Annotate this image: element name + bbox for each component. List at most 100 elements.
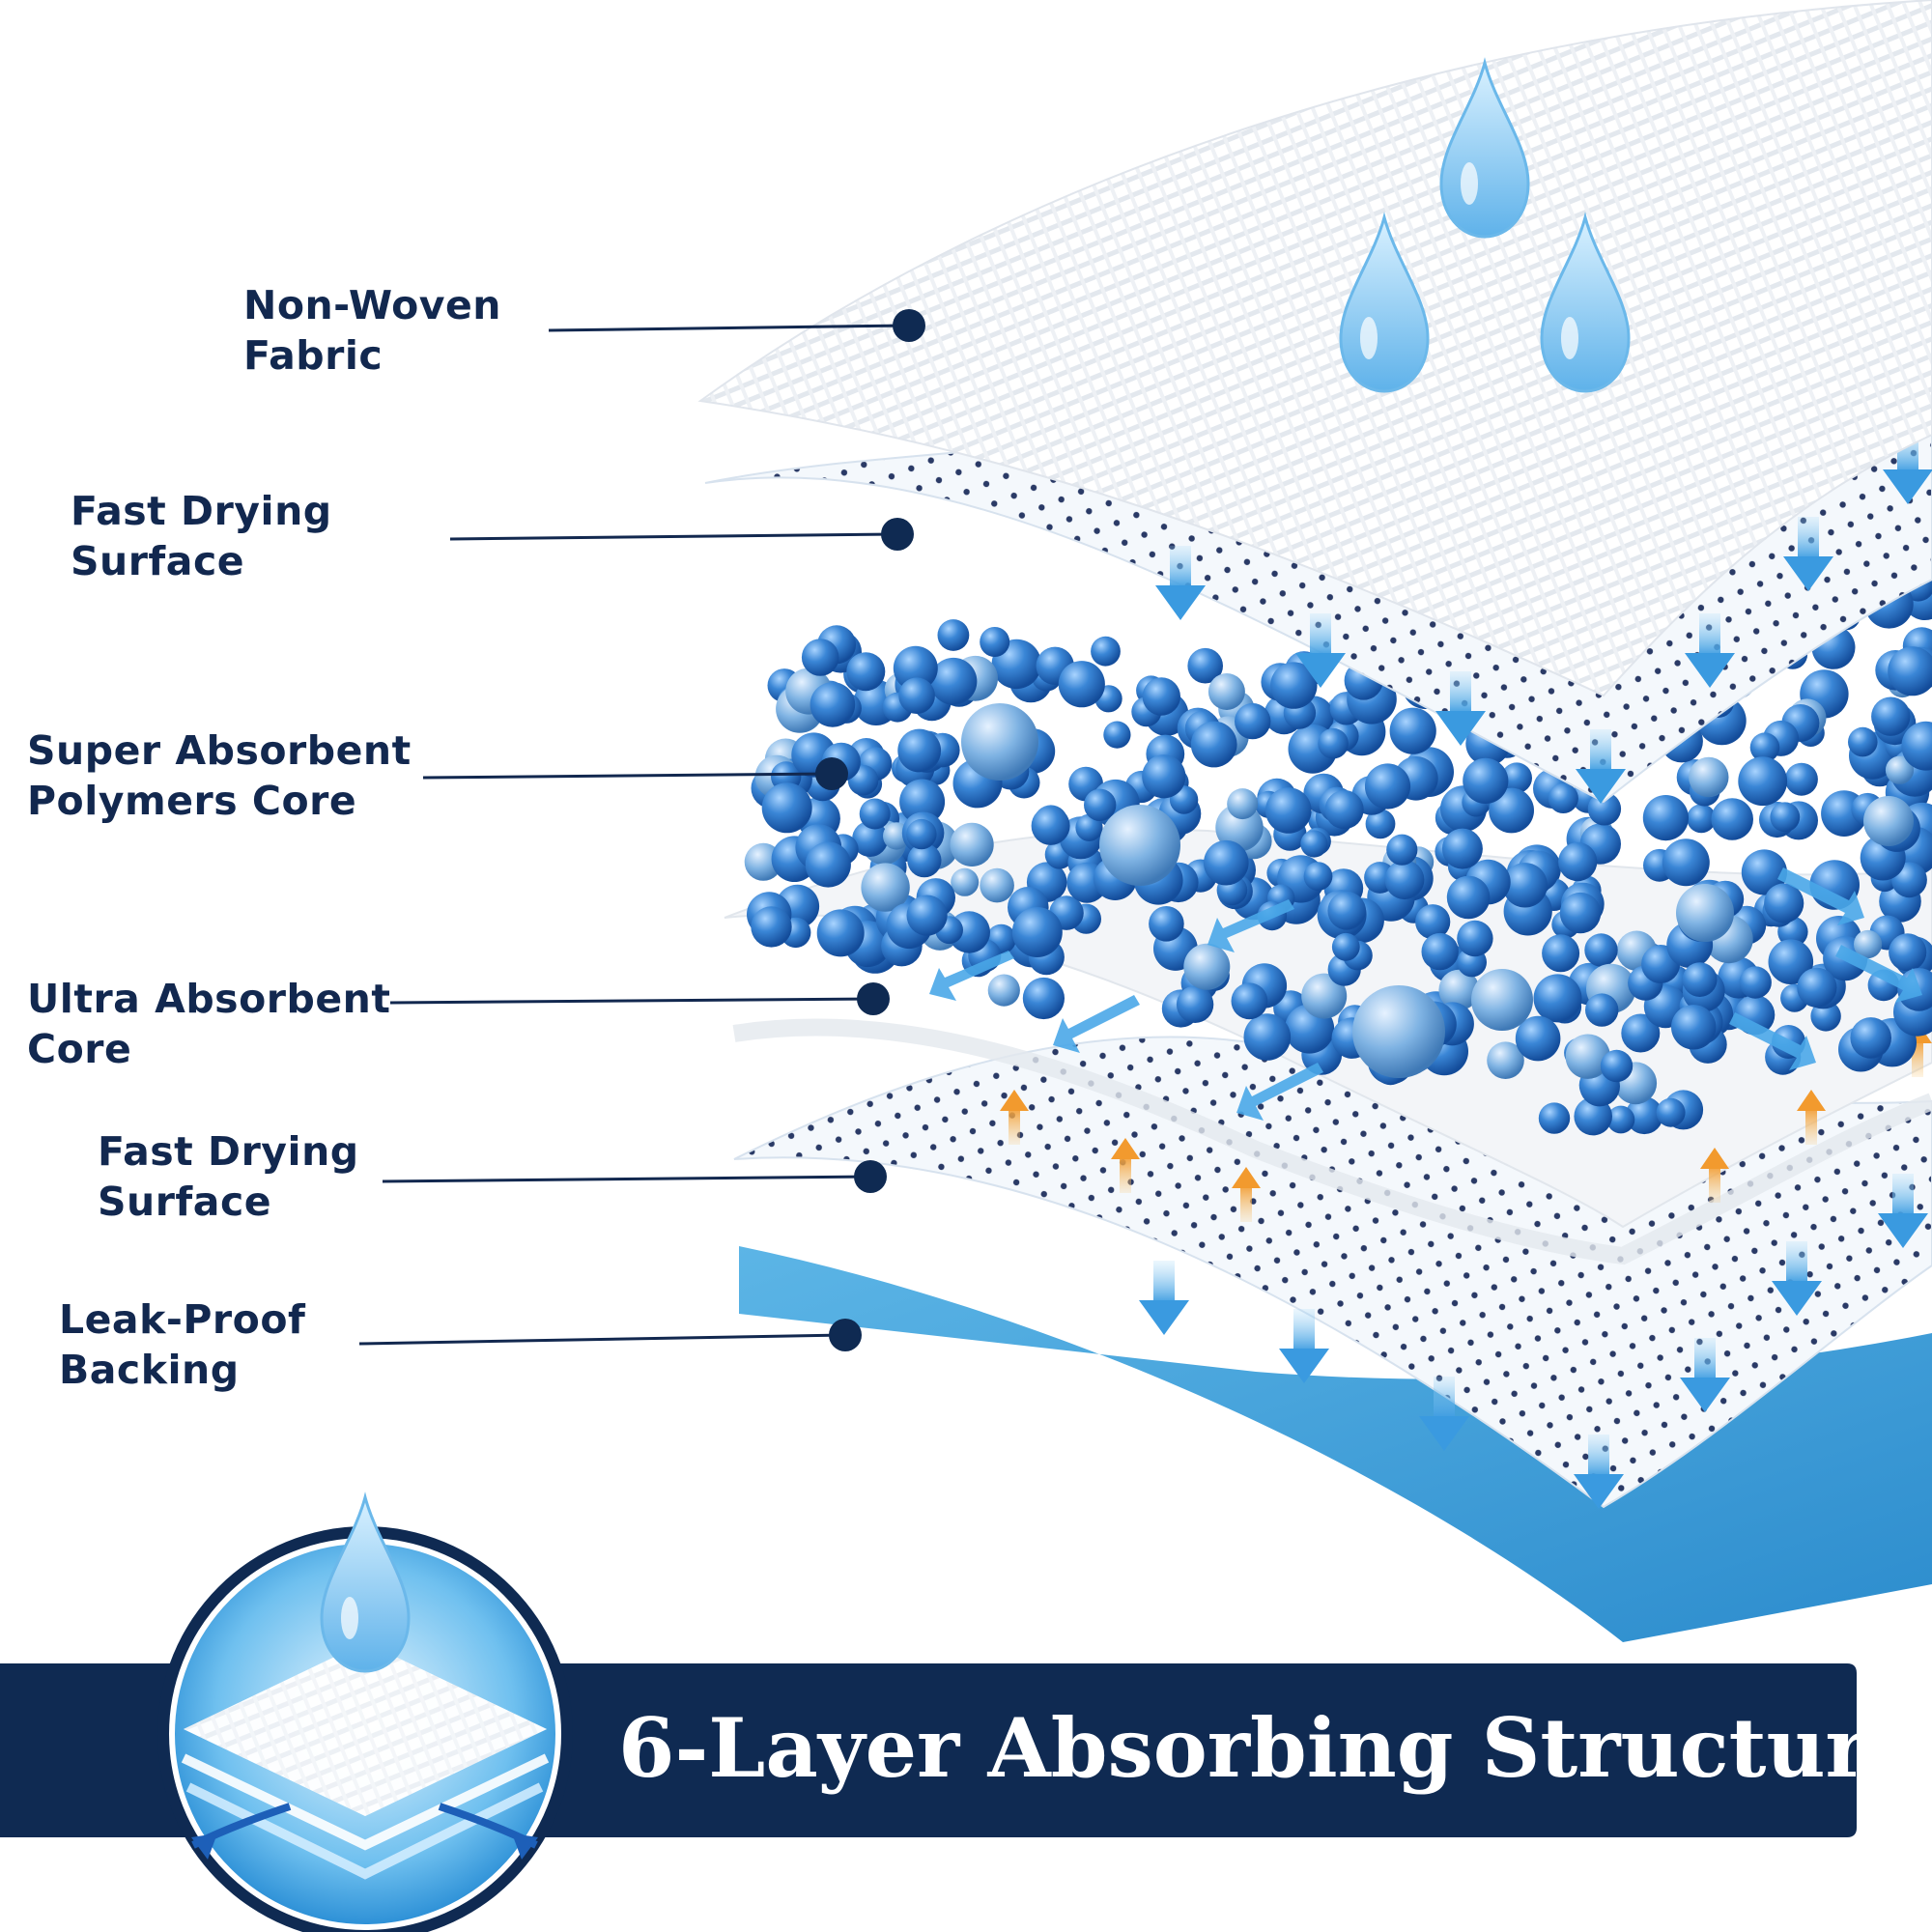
polymer-bead: [1103, 721, 1131, 749]
polymer-bead: [1810, 1001, 1841, 1032]
polymer-bead: [1587, 792, 1622, 826]
super-absorbent-polymer-beads: [744, 562, 1932, 1136]
polymer-bead: [961, 703, 1038, 781]
polymer-bead: [893, 645, 938, 691]
polymer-bead: [1889, 933, 1927, 972]
polymer-bead: [1058, 661, 1105, 708]
polymer-bead: [1327, 892, 1366, 930]
polymer-bead: [1091, 636, 1121, 667]
polymer-bead: [1863, 796, 1914, 846]
polymer-bead: [1871, 696, 1911, 736]
polymer-bead: [1331, 932, 1360, 961]
polymer-bead: [1584, 933, 1618, 967]
polymer-bead: [1848, 726, 1878, 757]
polymer-bead: [980, 867, 1014, 903]
polymer-bead: [929, 657, 978, 705]
polymer-bead: [1149, 906, 1184, 942]
polymer-bead: [859, 798, 891, 830]
polymer-bead: [1204, 839, 1249, 886]
polymer-bead: [907, 843, 942, 878]
polymer-bead: [1850, 1017, 1891, 1059]
leader-lines: [358, 324, 909, 1346]
polymer-bead: [1797, 967, 1837, 1008]
polymer-bead: [1099, 805, 1180, 886]
label-line: Non-Woven: [243, 282, 501, 328]
polymer-bead: [1303, 862, 1333, 891]
polymer-bead: [1642, 795, 1689, 841]
polymer-bead: [1386, 834, 1418, 866]
polymer-bead: [1621, 1013, 1661, 1053]
label-line: Fast Drying: [98, 1128, 359, 1175]
polymer-bead: [1365, 809, 1396, 839]
polymer-bead: [1548, 782, 1578, 814]
polymer-bead: [852, 820, 889, 858]
polymer-bead: [846, 652, 886, 692]
polymer-bead: [1031, 806, 1070, 845]
polymer-bead: [951, 867, 980, 896]
polymer-bead: [1301, 973, 1348, 1019]
label-line: Surface: [71, 538, 245, 584]
label-line: Ultra Absorbent: [27, 976, 391, 1022]
polymer-bead: [1352, 985, 1445, 1078]
polymer-bead: [1749, 732, 1780, 762]
polymer-bead: [1318, 727, 1349, 759]
polymer-bead: [1324, 790, 1364, 830]
polymer-bead: [1243, 1013, 1292, 1061]
label-fast-drying-surface-top: Fast Drying Surface: [71, 486, 332, 586]
polymer-bead: [1585, 993, 1619, 1027]
polymer-bead: [1471, 969, 1533, 1031]
label-line: Surface: [98, 1179, 272, 1225]
leader-dot: [815, 757, 848, 790]
label-non-woven-fabric: Non-Woven Fabric: [243, 280, 501, 381]
polymer-bead: [1687, 804, 1717, 834]
polymer-bead: [906, 895, 948, 936]
polymer-bead: [1741, 849, 1787, 895]
leak-proof-backing-layer: [739, 1246, 1932, 1642]
polymer-bead: [1676, 884, 1734, 942]
label-line: Leak-Proof: [59, 1296, 306, 1343]
polymer-bead: [1711, 798, 1753, 840]
polymer-bead: [861, 863, 910, 912]
layers-icon: [157, 1495, 573, 1932]
label-ultra-absorbent-core: Ultra Absorbent Core: [27, 974, 390, 1074]
label-line: Super Absorbent: [27, 727, 412, 774]
polymer-bead: [1689, 756, 1729, 798]
leader-dot: [854, 1160, 887, 1193]
label-line: Polymers Core: [27, 778, 357, 824]
polymer-bead: [1885, 755, 1915, 784]
polymer-bead: [1231, 982, 1268, 1020]
polymer-bead: [1538, 1102, 1571, 1134]
polymer-bead: [1227, 788, 1259, 820]
polymer-bead: [1768, 939, 1814, 984]
polymer-bead: [1854, 929, 1883, 959]
polymer-bead: [1270, 662, 1318, 709]
polymer-bead: [1489, 787, 1534, 834]
polymer-bead: [1011, 907, 1063, 957]
polymer-bead: [1682, 962, 1718, 997]
polymer-bead: [1187, 647, 1223, 684]
leader-dot: [829, 1319, 862, 1351]
polymer-bead: [816, 909, 865, 957]
label-line: Fabric: [243, 332, 384, 379]
label-line: Fast Drying: [71, 488, 332, 534]
label-line: Core: [27, 1026, 132, 1072]
leader-dot: [893, 309, 925, 342]
polymer-bead: [1671, 1005, 1717, 1050]
polymer-bead: [1364, 763, 1411, 810]
polymer-bead: [1625, 1096, 1663, 1135]
polymer-bead: [1542, 934, 1580, 973]
polymer-bead: [898, 677, 935, 714]
polymer-bead: [1606, 1105, 1635, 1134]
polymer-bead: [937, 619, 970, 651]
polymer-bead: [751, 906, 792, 948]
polymer-bead: [1487, 1041, 1524, 1079]
polymer-bead: [1208, 673, 1245, 710]
polymer-bead: [1600, 1049, 1634, 1083]
polymer-bead: [1183, 943, 1231, 990]
polymer-bead: [1421, 932, 1459, 971]
polymer-bead: [805, 841, 851, 888]
polymer-bead: [1559, 892, 1602, 934]
polymer-bead: [1142, 754, 1186, 799]
polymer-bead: [899, 779, 946, 825]
polymer-bead: [1176, 985, 1214, 1023]
